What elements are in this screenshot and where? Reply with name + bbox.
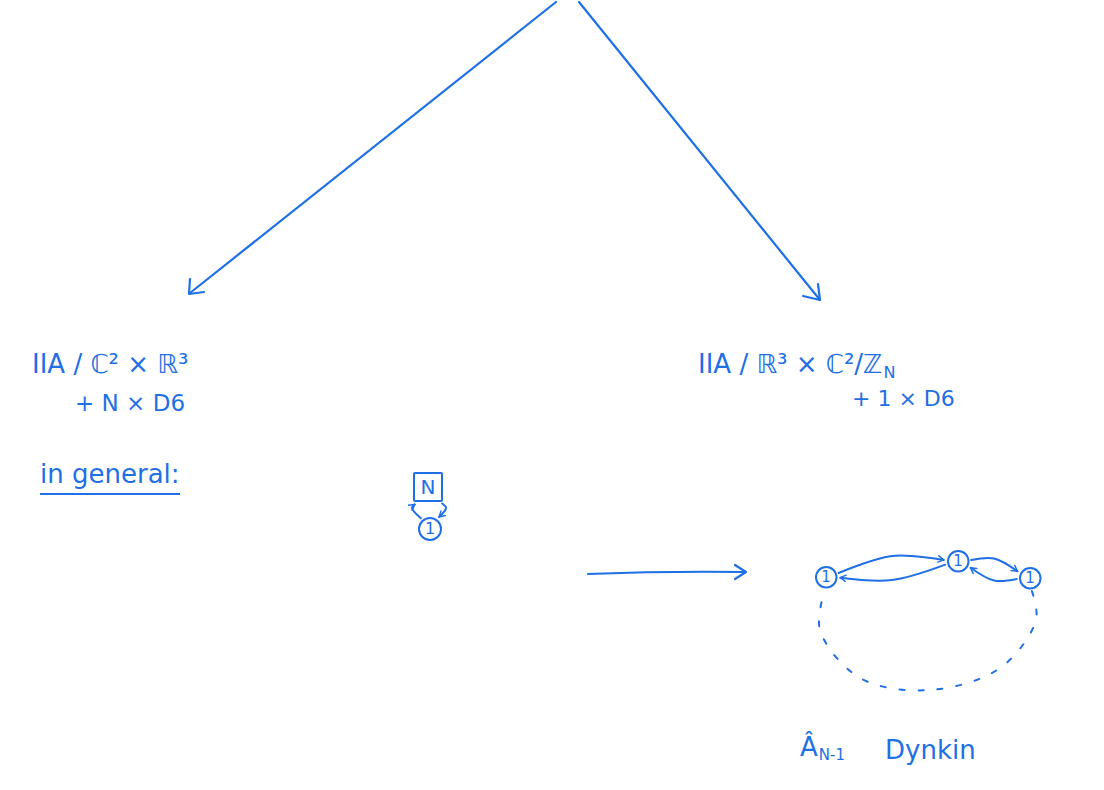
quiver-arrow	[971, 568, 1017, 581]
node-box: N	[413, 472, 443, 502]
circle-outline	[1020, 568, 1041, 589]
text-label: Â	[800, 733, 818, 763]
node-label: 1	[425, 520, 435, 538]
quiver-arrow	[412, 504, 421, 518]
node-label: 1	[953, 553, 963, 570]
node-circle: 1	[418, 517, 442, 541]
text-label: IIA / ℂ² × ℝ³	[32, 350, 188, 380]
branch-line	[190, 2, 556, 293]
map-arrowhead	[735, 565, 746, 579]
text-label: in general:	[40, 460, 180, 495]
circle-outline	[816, 567, 837, 588]
node-label: 1	[1025, 570, 1035, 587]
quiver-arrow	[840, 565, 945, 581]
text-label: + 1 × D6	[852, 386, 955, 411]
text-label: + N × D6	[75, 390, 185, 416]
quiver-arrow	[819, 591, 1037, 690]
map-arrow	[588, 572, 745, 574]
node-circle: 1	[815, 566, 838, 589]
node-label: 1	[821, 569, 831, 586]
circle-outline	[419, 518, 441, 540]
node-label: N	[421, 476, 436, 498]
branch-line	[579, 2, 820, 300]
subscript-label: N-1	[819, 747, 845, 764]
quiver-arrow	[439, 504, 446, 518]
circle-outline	[948, 551, 969, 572]
quiver-arrow	[971, 558, 1017, 571]
branch-arrowhead	[803, 284, 820, 300]
text-label: Dynkin	[885, 736, 976, 766]
text-label: IIA / ℝ³ × ℂ²/ℤ	[698, 350, 882, 380]
node-circle: 1	[947, 550, 970, 573]
node-circle: 1	[1019, 567, 1042, 590]
branch-arrowhead	[189, 279, 204, 294]
subscript-label: N	[883, 364, 895, 382]
